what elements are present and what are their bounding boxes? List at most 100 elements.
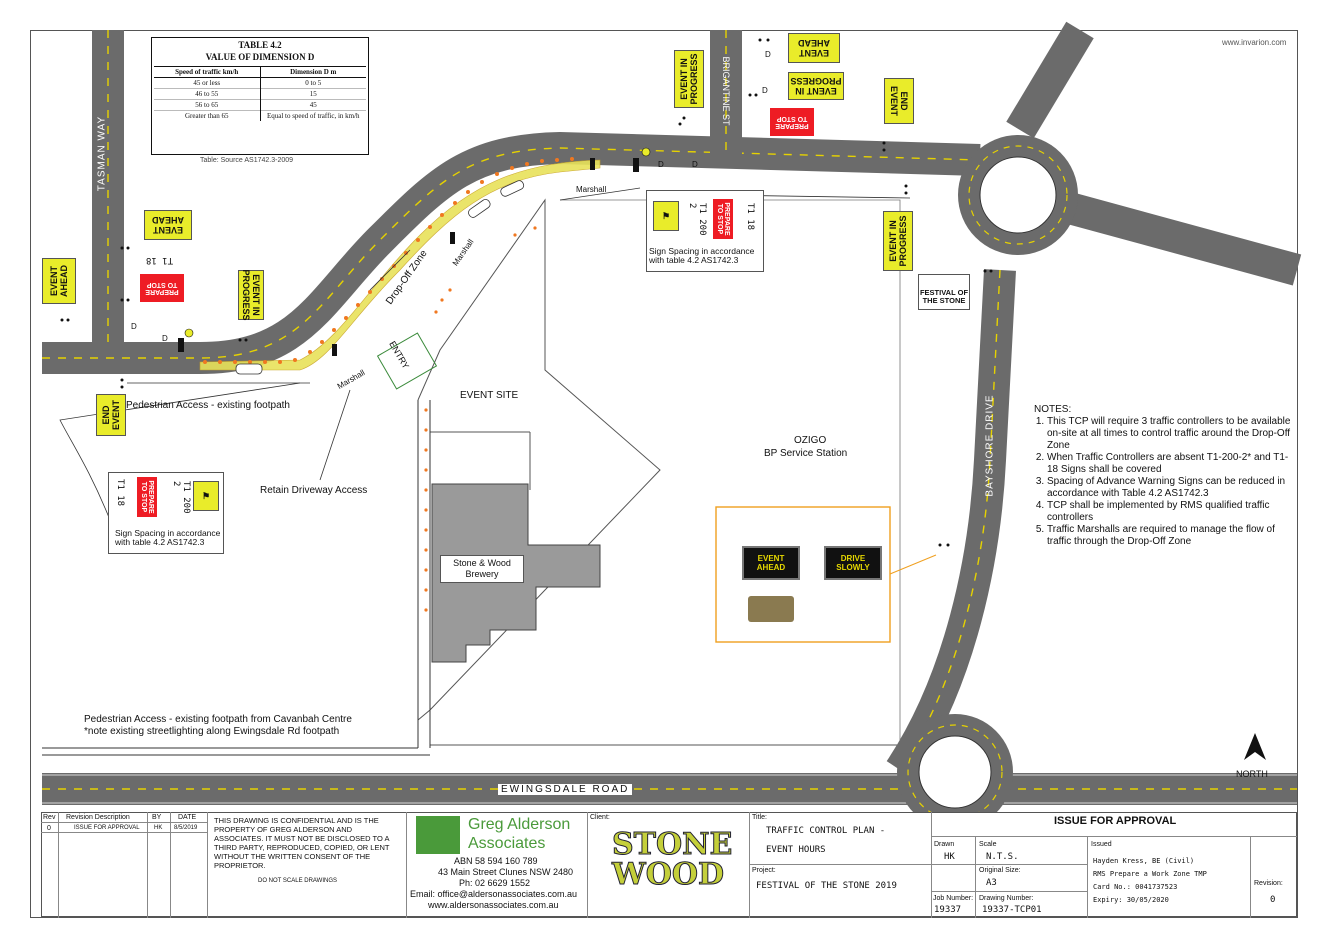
table-cell: 56 to 65: [154, 99, 261, 111]
client-logo: STONE WOOD: [612, 820, 733, 914]
table-cell: 0 to 5: [305, 79, 322, 87]
notes-title: NOTES:: [1034, 404, 1072, 415]
sign-t1-18: T1 18: [115, 479, 125, 507]
company-logo: [416, 816, 460, 854]
company-address: 43 Main Street Clunes NSW 2480: [438, 867, 574, 877]
rev-cell: 8/5/2019: [174, 825, 198, 831]
issued-card: Card No.: 0041737523: [1093, 883, 1178, 891]
table-cell: 45: [309, 101, 317, 109]
vms-board-drive-slowly: DRIVE SLOWLY: [824, 546, 882, 580]
notes-panel: NOTES: This TCP will require 3 traffic c…: [1034, 404, 1294, 548]
cars: [235, 180, 525, 375]
drawing-title-1: TRAFFIC CONTROL PLAN -: [766, 826, 886, 836]
festival-sign: FESTIVAL OF THE STONE: [918, 274, 970, 310]
drawn-value: HK: [944, 852, 955, 862]
table-header-speed: Speed of traffic km/h: [154, 66, 261, 78]
project-name: FESTIVAL OF THE STONE 2019: [756, 881, 897, 891]
revision-label: Revision:: [1254, 880, 1283, 887]
note-item: Spacing of Advance Warning Signs can be …: [1047, 476, 1294, 500]
vms-trailer-icon: [748, 596, 794, 622]
dimension-d: D: [762, 86, 768, 95]
traffic-controllers: [178, 147, 651, 356]
confidential-note: THIS DRAWING IS CONFIDENTIAL AND IS THE …: [214, 816, 390, 870]
sign-spacing-note: Sign Spacing in accordance with table 4.…: [115, 528, 221, 547]
sign-end-event: END EVENT: [96, 394, 126, 436]
sign-spacing-box-top: ⚑ T1 200 2 PREPARE TO STOP T1 18 Sign Sp…: [646, 190, 764, 272]
traffic-controller-icon: ⚑: [193, 481, 219, 511]
issued-label: Issued: [1091, 841, 1112, 848]
traffic-controller-icon: ⚑: [653, 201, 679, 231]
client-label: Client:: [590, 814, 610, 821]
project-label: Project:: [752, 867, 776, 874]
sign-t1-200-2: T1 200 2: [171, 481, 191, 514]
roundabout-south: [897, 714, 1013, 830]
table-cell: 15: [309, 90, 317, 98]
north-arrow: [1244, 733, 1266, 760]
dimension-d: D: [765, 50, 771, 59]
table-cell: Greater than 65: [154, 110, 261, 121]
issued-course: RMS Prepare a Work Zone TMP: [1093, 870, 1207, 878]
dimension-d: D: [692, 160, 698, 169]
pedestrian-access-cavanbah: Pedestrian Access - existing footpath fr…: [84, 714, 352, 725]
dimension-d: D: [131, 322, 137, 331]
note-item: Traffic Marshalls are required to manage…: [1047, 524, 1294, 548]
company-name-2: Associates: [468, 835, 546, 852]
company-web: www.aldersonassociates.com.au: [428, 900, 559, 910]
bayshore-drive: [886, 21, 1302, 779]
sign-event-in-progress: EVENT IN PROGRESS: [788, 72, 844, 100]
sign-prepare-to-stop: PREPARE TO STOP: [770, 108, 814, 136]
table-header-dimension: Dimension D m: [290, 68, 337, 76]
scale-value: N.T.S.: [986, 852, 1019, 862]
rev-cell: HK: [154, 825, 163, 831]
brigantine-st: [710, 30, 742, 155]
ozigo-label: OZIGO: [794, 435, 827, 446]
job-label: Job Number:: [933, 895, 974, 902]
drawn-label: Drawn: [934, 841, 955, 848]
drawing-frame: [30, 30, 1298, 918]
sign-prepare-to-stop: PREPARE TO STOP: [137, 477, 157, 517]
issued-name: Hayden Kress, BE (Civil): [1093, 857, 1195, 865]
job-value: 19337: [934, 905, 962, 915]
rev-cell: 0: [47, 825, 51, 832]
dimension-d: D: [162, 334, 168, 343]
issue-header: ISSUE FOR APPROVAL: [1054, 815, 1177, 827]
event-site-label: EVENT SITE: [460, 390, 519, 401]
sign-event-in-progress: EVENT IN PROGRESS: [883, 211, 913, 271]
sign-event-ahead: EVENT AHEAD: [144, 210, 192, 240]
main-road: [42, 131, 981, 374]
drawing-number-label: Drawing Number:: [979, 895, 1034, 902]
tasman-way: [92, 30, 124, 355]
table-source: Table: Source AS1742.3-2009: [200, 157, 294, 164]
company-name-1: Greg Alderson: [468, 816, 571, 833]
note-item: This TCP will require 3 traffic controll…: [1047, 416, 1294, 452]
rev-header: Revision Description: [66, 814, 130, 821]
cones: [203, 157, 574, 612]
table-cell: Equal to speed of traffic, in km/h: [266, 112, 360, 120]
rev-header: BY: [152, 814, 162, 821]
vms-board-event-ahead: EVENT AHEAD: [742, 546, 800, 580]
rev-header: DATE: [178, 814, 197, 821]
sign-event-ahead: EVENT AHEAD: [42, 258, 76, 304]
issued-expiry: Expiry: 30/05/2020: [1093, 896, 1169, 904]
bayshore-drive-label: BAYSHORE DRIVE: [984, 394, 996, 497]
table-subtitle: VALUE OF DIMENSION D: [205, 52, 315, 62]
table-cell: 46 to 55: [154, 88, 261, 100]
title-label: Title:: [752, 814, 767, 821]
sign-event-ahead: EVENT AHEAD: [788, 33, 840, 63]
roundabout-north: [958, 135, 1078, 255]
do-not-scale: DO NOT SCALE DRAWINGS: [258, 878, 338, 884]
retain-driveway-label: Retain Driveway Access: [260, 485, 368, 496]
drawing-title-2: EVENT HOURS: [766, 845, 826, 855]
dimension-d: D: [658, 160, 664, 169]
marshall-label: Marshall: [576, 185, 607, 194]
revision-value: 0: [1270, 895, 1276, 905]
brigantine-st-label: BRIGANTINE ST: [721, 56, 731, 126]
sign-prepare-to-stop: PREPARE TO STOP: [140, 274, 184, 302]
client-logo-text-1: STONE: [612, 827, 733, 862]
client-logo-text-2: WOOD: [612, 857, 725, 892]
website-label: www.invarion.com: [1222, 38, 1287, 47]
table-cell: 45 or less: [154, 77, 261, 89]
rev-header: Rev: [43, 814, 56, 821]
ewingsdale-road: [42, 773, 1297, 805]
pedestrian-access-label: Pedestrian Access - existing footpath: [126, 400, 290, 411]
